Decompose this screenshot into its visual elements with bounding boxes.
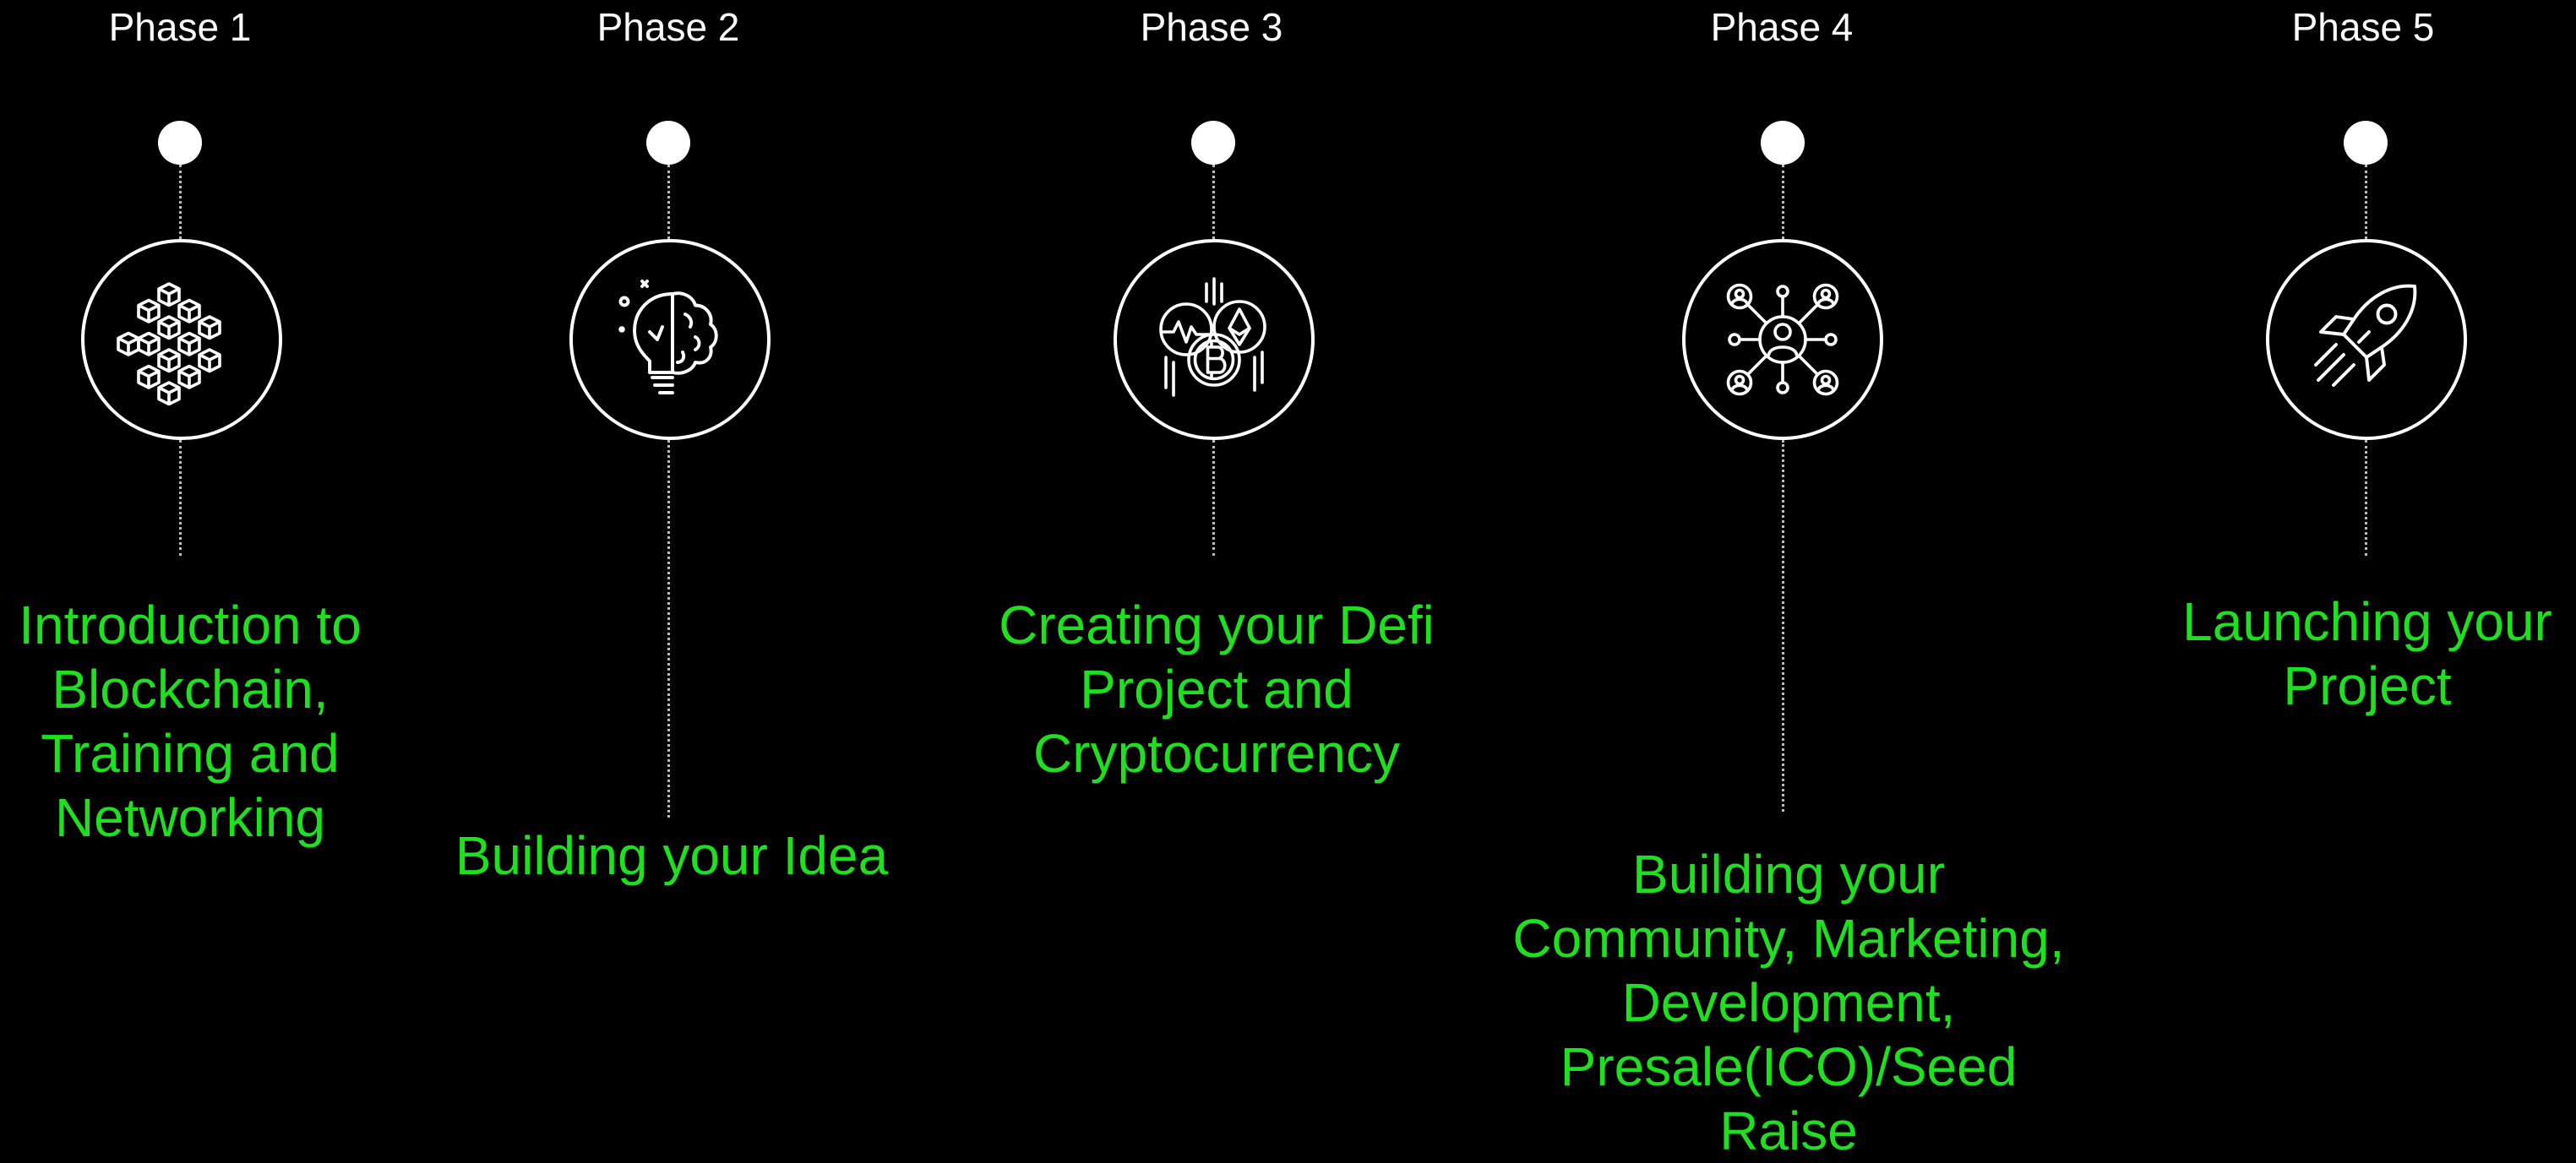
community-network-icon <box>1726 283 1839 396</box>
phase-3-connector-bottom <box>1212 440 1215 556</box>
phase-5-connector-bottom <box>2365 440 2367 556</box>
phase-4-connector-top <box>1782 165 1784 239</box>
crypto-coins-icon <box>1159 277 1266 397</box>
phase-3-label: Phase 3 <box>1140 5 1283 49</box>
phase-1-icon-circle <box>81 239 282 440</box>
phase-4-icon-circle <box>1682 239 1883 440</box>
phase-4-connector-bottom <box>1782 440 1784 812</box>
phase-3-description: Creating your Defi Project and Cryptocur… <box>999 595 1435 784</box>
phase-2-label: Phase 2 <box>596 5 740 49</box>
phase-1-node <box>158 121 202 165</box>
phase-2-connector-top <box>667 165 670 239</box>
phase-2-icon-circle <box>569 239 771 440</box>
phase-5-description: Launching your Project <box>2182 591 2552 716</box>
phase-1-connector-bottom <box>179 440 182 556</box>
phase-3-icon-circle <box>1114 239 1315 440</box>
phase-4-description: Building your Community, Marketing, Deve… <box>1512 844 2065 1161</box>
phase-5-connector-top <box>2365 165 2367 239</box>
phase-1-description: Introduction to Blockchain, Training and… <box>19 595 362 848</box>
phase-4-label: Phase 4 <box>1710 5 1854 49</box>
phase-4-node <box>1761 121 1805 165</box>
phase-1-connector-top <box>179 165 182 239</box>
phase-2-description: Building your Idea <box>455 825 889 886</box>
blockchain-cubes-icon <box>117 282 221 406</box>
phase-5-node <box>2344 121 2388 165</box>
rocket-icon <box>2314 284 2417 387</box>
phase-5-icon-circle <box>2266 239 2467 440</box>
phase-3-node <box>1191 121 1235 165</box>
phase-5-label: Phase 5 <box>2291 5 2435 49</box>
phase-2-node <box>646 121 690 165</box>
phase-2-connector-bottom <box>667 440 670 818</box>
phase-1-label: Phase 1 <box>108 5 252 49</box>
phase-3-connector-top <box>1212 165 1215 239</box>
lightbulb-brain-icon <box>618 280 718 394</box>
